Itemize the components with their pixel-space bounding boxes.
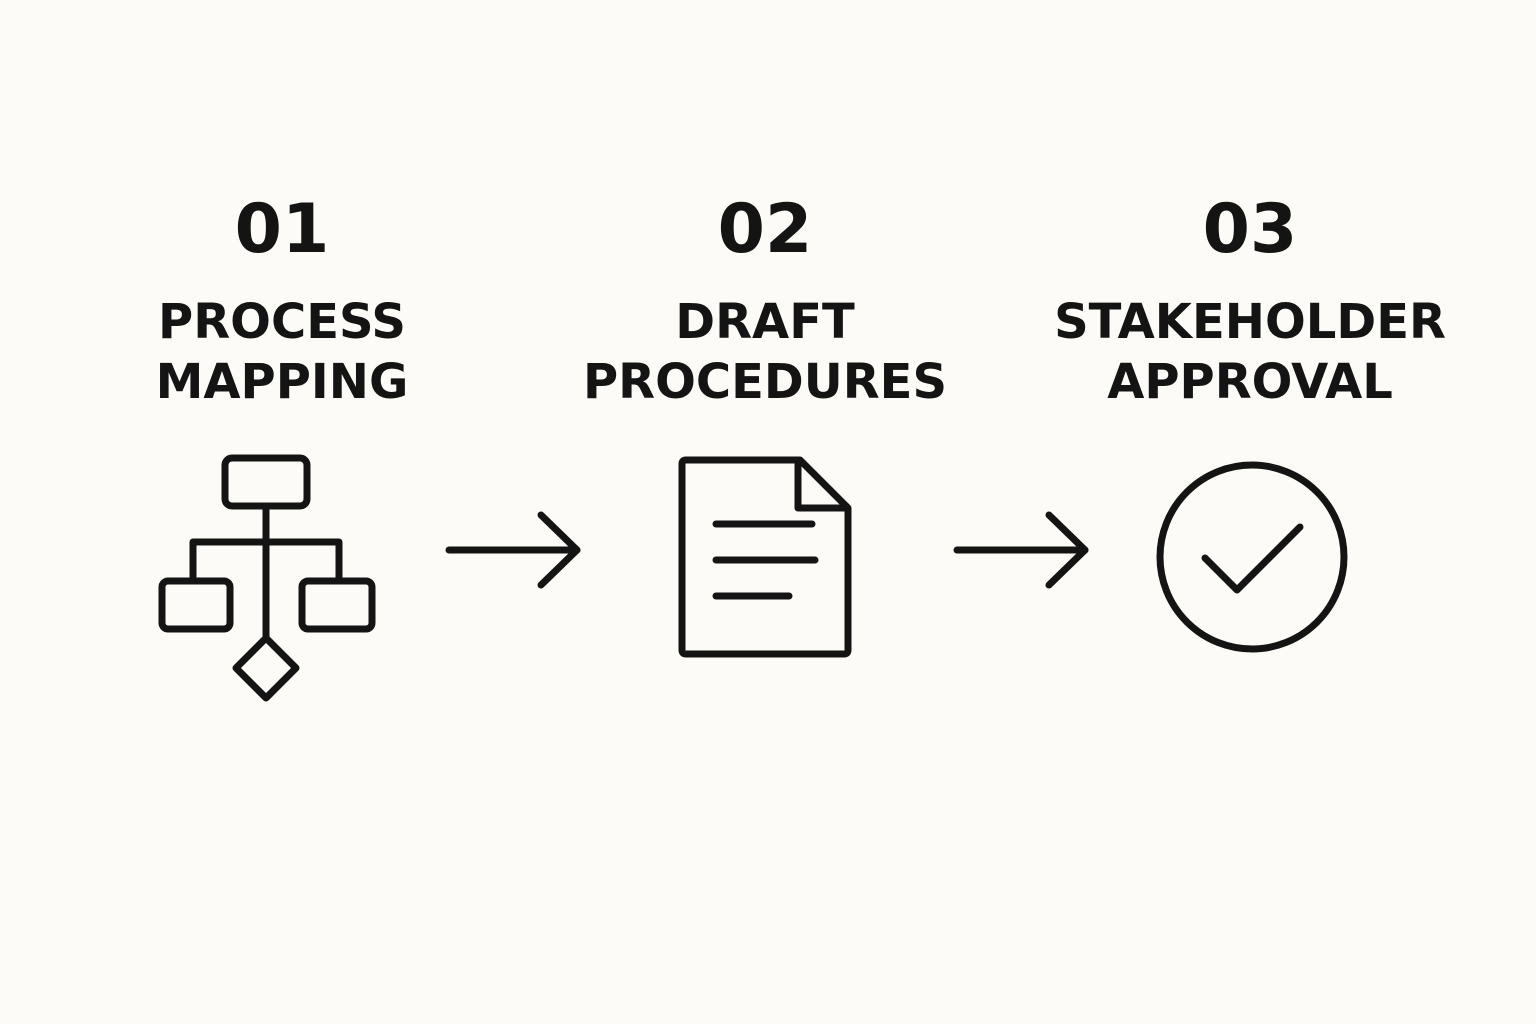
step-number: 03 (1202, 190, 1298, 269)
document-icon (672, 450, 862, 665)
step-title-line: MAPPING (155, 354, 409, 410)
step-2: 02 DRAFT PROCEDURES (545, 190, 985, 412)
step-title-line: APPROVAL (1107, 354, 1393, 410)
step-number: 01 (234, 190, 330, 269)
step-title-line: PROCEDURES (582, 354, 948, 410)
step-title: PROCESS MAPPING (62, 292, 502, 412)
step-title: STAKEHOLDER APPROVAL (1030, 292, 1470, 412)
check-circle-icon (1150, 455, 1355, 660)
arrow-right-icon (948, 505, 1098, 595)
step-title-line: DRAFT (675, 294, 855, 350)
flowchart-icon (150, 450, 390, 710)
step-number: 02 (717, 190, 813, 269)
step-title-line: PROCESS (158, 294, 406, 350)
arrow-right-icon (440, 505, 590, 595)
step-1: 01 PROCESS MAPPING (62, 190, 502, 412)
step-3: 03 STAKEHOLDER APPROVAL (1030, 190, 1470, 412)
step-title-line: STAKEHOLDER (1054, 294, 1446, 350)
step-title: DRAFT PROCEDURES (545, 292, 985, 412)
